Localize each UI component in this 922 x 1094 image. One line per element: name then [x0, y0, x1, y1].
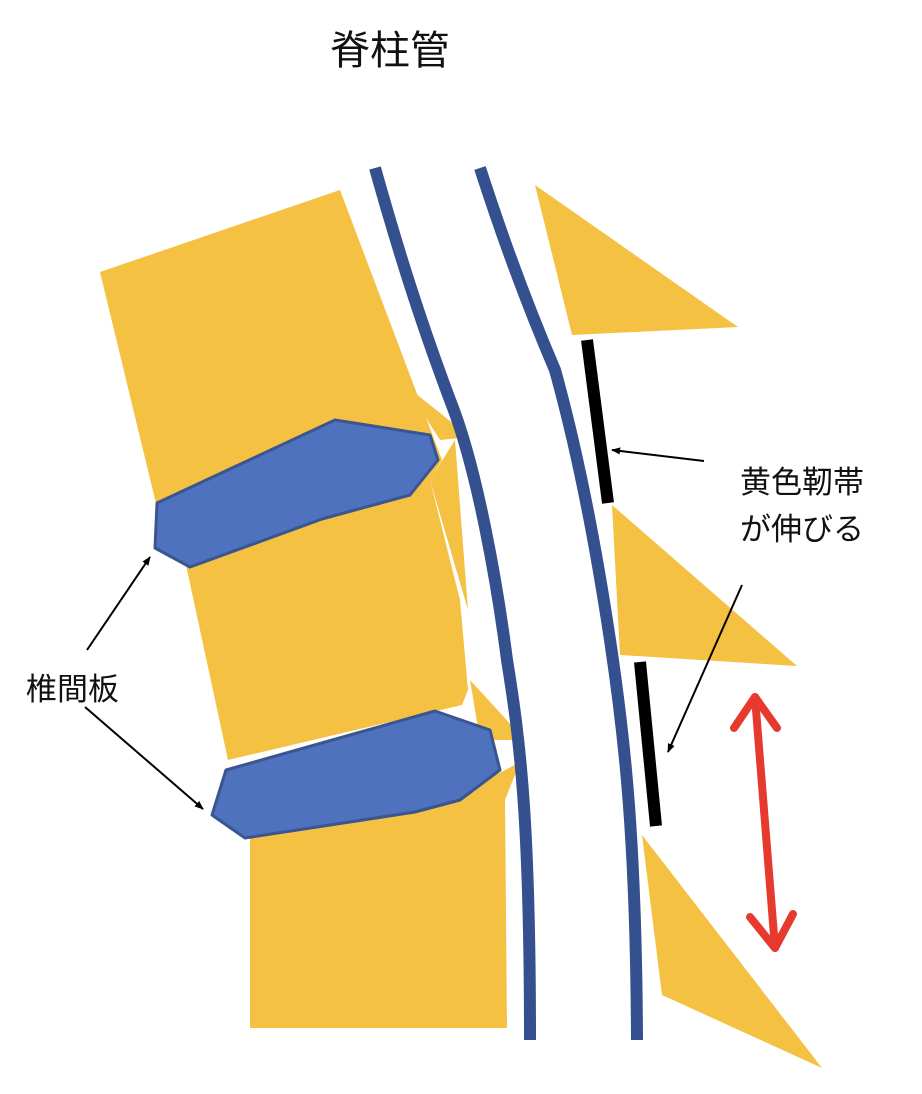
- diagram-title: 脊柱管: [330, 28, 450, 74]
- vertebra-lower: [250, 762, 520, 1028]
- ligament-label-line2: が伸びる: [740, 512, 864, 548]
- spinous-process-lower: [642, 835, 822, 1068]
- ligament-label-line1: 黄色靭帯: [740, 465, 864, 501]
- spinal-canal-posterior-wall: [474, 166, 643, 1041]
- bone-spur-middle: [430, 440, 468, 610]
- ligament-pointer-arrow-lower: [667, 584, 743, 753]
- spinal-canal-anterior-wall: [369, 166, 536, 1041]
- disc-pointer-arrow-upper: [86, 556, 151, 651]
- ligamentum-flavum-upper: [581, 339, 614, 504]
- double-headed-arrow-icon: [730, 693, 797, 952]
- ligamentum-flavum-lower: [634, 661, 662, 827]
- intervertebral-disc-upper: [153, 418, 440, 569]
- disc-pointer-arrow-lower: [84, 706, 204, 810]
- intervertebral-disc-lower: [210, 709, 502, 840]
- spinous-process-middle: [612, 505, 797, 666]
- ligament-pointer-arrow-upper: [611, 447, 705, 462]
- disc-label: 椎間板: [26, 672, 119, 708]
- vertebra-middle: [186, 480, 468, 760]
- spinous-process-upper: [535, 185, 738, 335]
